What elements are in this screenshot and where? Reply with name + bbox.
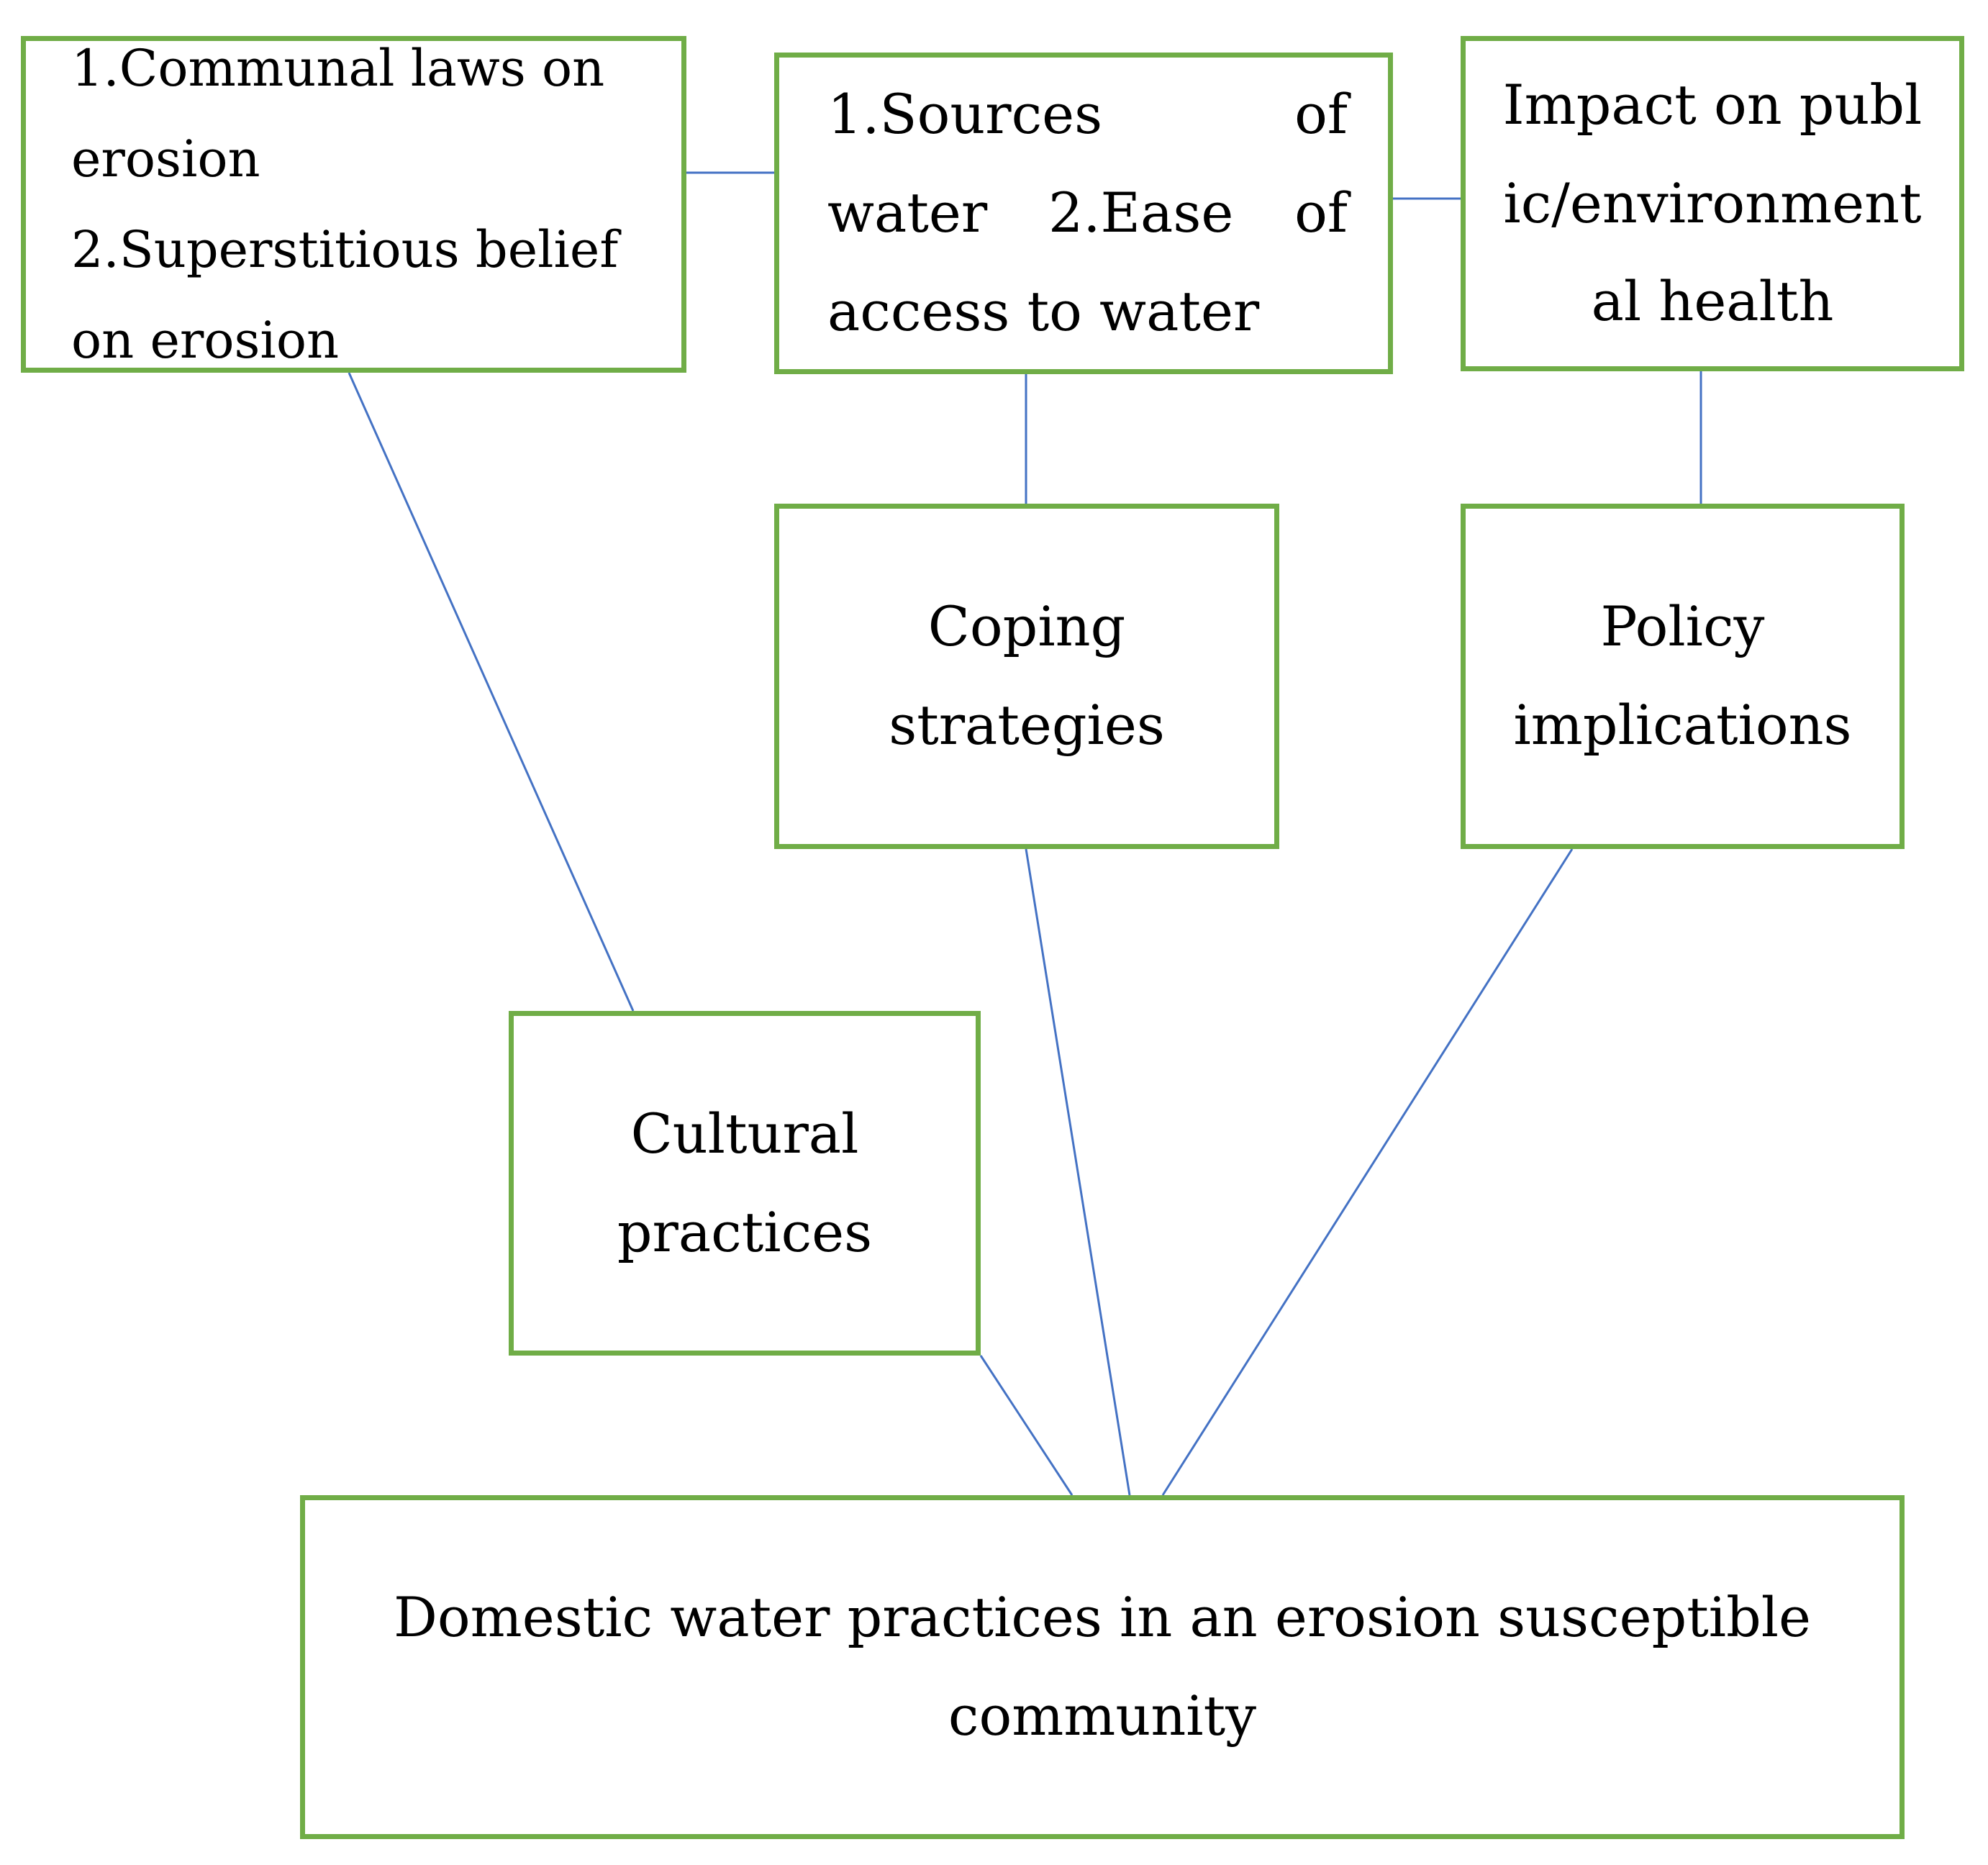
node-policy-implications: Policy implications bbox=[1461, 504, 1905, 849]
edge-coping-domestic bbox=[1025, 848, 1131, 1496]
edge-cultural-domestic bbox=[979, 1355, 1074, 1496]
edge-communal-cultural bbox=[348, 372, 635, 1012]
node-cultural-practices: Cultural practices bbox=[509, 1011, 981, 1356]
node-cultural-practices-label: Cultural practices bbox=[617, 1101, 873, 1264]
node-domestic-water-practices-label: Domestic water practices in an erosion s… bbox=[393, 1585, 1812, 1748]
node-domestic-water-practices: Domestic water practices in an erosion s… bbox=[300, 1495, 1905, 1839]
node-communal-laws: 1.Communal laws on erosion 2.Superstitio… bbox=[21, 36, 686, 373]
node-policy-implications-label: Policy implications bbox=[1513, 594, 1852, 757]
node-water-sources: 1.Sources of water 2.Ease of access to w… bbox=[774, 53, 1393, 374]
node-coping-strategies: Coping strategies bbox=[774, 504, 1279, 849]
node-health-impact-label: Impact on public/environmental health bbox=[1502, 72, 1923, 334]
node-communal-laws-label: 1.Communal laws on erosion 2.Superstitio… bbox=[71, 39, 619, 370]
node-coping-strategies-label: Coping strategies bbox=[889, 594, 1165, 757]
edge-policy-domestic bbox=[1161, 848, 1574, 1496]
node-health-impact: Impact on public/environmental health bbox=[1461, 36, 1964, 371]
node-water-sources-label: 1.Sources of water 2.Ease of access to w… bbox=[827, 82, 1348, 343]
